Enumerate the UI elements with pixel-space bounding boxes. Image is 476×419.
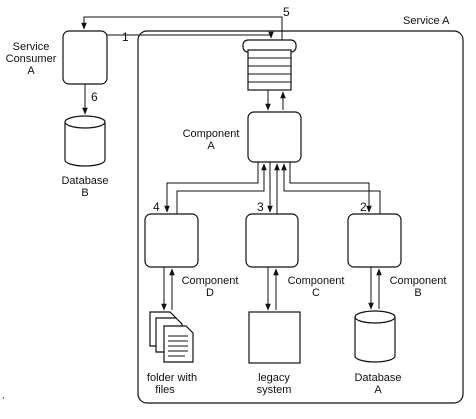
- service-consumer-a: [62, 30, 108, 85]
- step-3-label: 3: [257, 200, 264, 214]
- component-b-label-line2: B: [414, 287, 421, 299]
- connector-component-b-to-a: [281, 163, 381, 214]
- database-b: [64, 115, 106, 167]
- legacy-label-line2: system: [257, 384, 292, 396]
- component-a-label-line1: Component: [183, 128, 240, 140]
- component-b: [347, 213, 402, 268]
- component-b-label-line1: Component: [390, 275, 447, 287]
- database-b-label-line2: B: [81, 187, 88, 199]
- component-a-label-line2: A: [207, 140, 215, 152]
- connector-consumer-to-queue: [107, 31, 274, 39]
- service-a-boundary: [137, 30, 464, 404]
- step-1-label: 1: [122, 30, 129, 44]
- service-consumer-label-line3: A: [27, 65, 35, 77]
- folder-label-line2: files: [155, 384, 175, 396]
- database-b-label-line1: Database: [61, 175, 108, 187]
- step-4-label: 4: [153, 200, 160, 214]
- connector-component-d-to-a: [176, 163, 267, 214]
- database-a-label-line2: A: [374, 384, 382, 396]
- legacy-system: [248, 311, 301, 364]
- message-queue: [242, 39, 297, 91]
- legacy-label-line1: legacy: [258, 372, 290, 384]
- component-d: [144, 213, 199, 268]
- database-a-label-line1: Database: [354, 372, 401, 384]
- step-6-label: 6: [91, 90, 98, 104]
- component-c: [245, 213, 299, 268]
- folder-label-line1: folder with: [147, 372, 197, 384]
- service-consumer-label-line2: Consumer: [6, 53, 57, 65]
- component-c-label-line1: Component: [288, 275, 345, 287]
- component-c-label-line2: C: [312, 287, 320, 299]
- service-a-label: Service A: [403, 15, 450, 27]
- service-consumer-label-line1: Service: [13, 41, 50, 53]
- step-5-label: 5: [283, 5, 290, 19]
- connector-component-a-to-d: [164, 162, 259, 213]
- connector-component-a-to-b: [289, 162, 372, 213]
- folder-with-files-icon: [149, 311, 194, 363]
- component-d-label-line1: Component: [182, 275, 239, 287]
- component-a: [247, 111, 302, 163]
- component-d-label-line2: D: [206, 287, 214, 299]
- stray-mark: ,: [2, 390, 5, 400]
- connector-queue-to-consumer: [81, 16, 283, 40]
- database-a: [354, 310, 396, 363]
- step-2-label: 2: [360, 200, 367, 214]
